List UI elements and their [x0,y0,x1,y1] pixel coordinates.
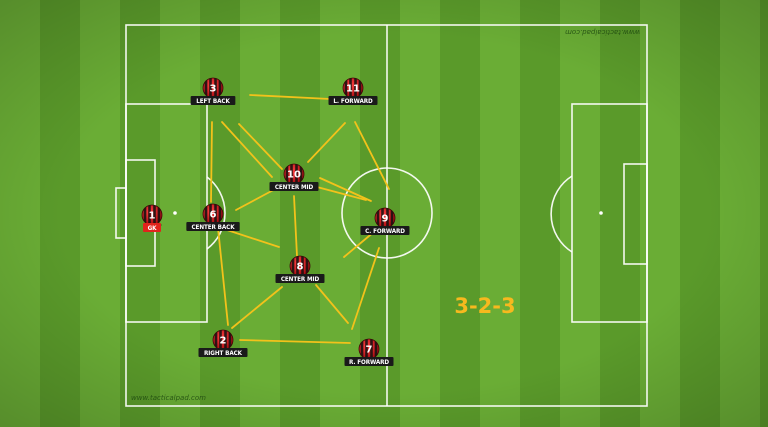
watermark-top: www.tacticalpad.com [565,28,640,36]
shirt-icon [142,205,162,225]
player-label: CENTER BACK [192,224,236,231]
passing-links [210,94,390,344]
passing-link [316,186,367,201]
player-label-bg [360,226,410,235]
player-number: 8 [297,262,304,273]
player-number: 1 [149,211,156,222]
player-lf[interactable]: 11 L. FORWARD [328,77,378,105]
player-label: L. FORWARD [333,98,373,105]
passing-link [354,121,390,190]
player-label: RIGHT BACK [204,350,243,357]
player-label-bg [143,223,161,232]
shirt-icon [375,208,395,228]
player-label-bg [198,348,248,357]
passing-link [223,228,280,248]
player-label: LEFT BACK [196,98,230,105]
player-label-bg [275,274,325,283]
player-label-bg [328,96,378,105]
player-number: 10 [287,170,301,181]
left-penalty-arc [206,176,226,250]
passing-link [221,121,273,178]
passing-link [307,122,346,163]
left-goal [115,187,127,239]
shirt-icon [343,78,363,98]
shirt-icon [284,164,304,184]
player-number: 2 [220,336,227,347]
right-goal-area [623,163,648,265]
player-label-bg [269,182,319,191]
player-number: 9 [382,214,389,225]
shirt-icon [203,78,223,98]
passing-link [238,123,283,170]
passing-link [249,94,331,100]
passing-link [217,227,229,326]
player-cf[interactable]: 9 C. FORWARD [360,207,410,235]
player-rf[interactable]: 7 R. FORWARD [344,338,394,366]
shirt-icon [203,204,223,224]
passing-link [315,284,349,324]
center-circle [341,167,433,259]
player-number: 6 [210,210,217,221]
left-penalty-spot [173,211,177,215]
passing-link [293,195,298,257]
player-number: 7 [366,345,373,356]
right-penalty-arc [550,175,573,253]
player-label-bg [190,96,236,105]
formation-label: 3-2-3 [454,294,515,318]
player-gk[interactable]: 1GK [141,204,163,232]
shirt-icon [213,330,233,350]
player-label: C. FORWARD [365,228,405,235]
shirt-icon [290,256,310,276]
player-label: CENTER MID [281,276,320,283]
watermark-bottom: www.tacticalpad.com [131,394,206,402]
right-penalty-spot [599,211,603,215]
passing-link [319,177,372,202]
player-number: 3 [210,84,217,95]
player-label: GK [148,225,158,232]
player-label: CENTER MID [275,184,314,191]
player-label-bg [186,222,240,231]
pitch-markings [115,24,648,407]
player-label-bg [344,357,394,366]
passing-link [343,230,376,258]
passing-link [239,339,351,344]
player-number: 11 [346,84,360,95]
passing-link [231,286,283,329]
passing-link [210,121,213,203]
player-label: R. FORWARD [349,359,389,366]
passing-link [351,247,380,330]
shirt-icon [359,339,379,359]
